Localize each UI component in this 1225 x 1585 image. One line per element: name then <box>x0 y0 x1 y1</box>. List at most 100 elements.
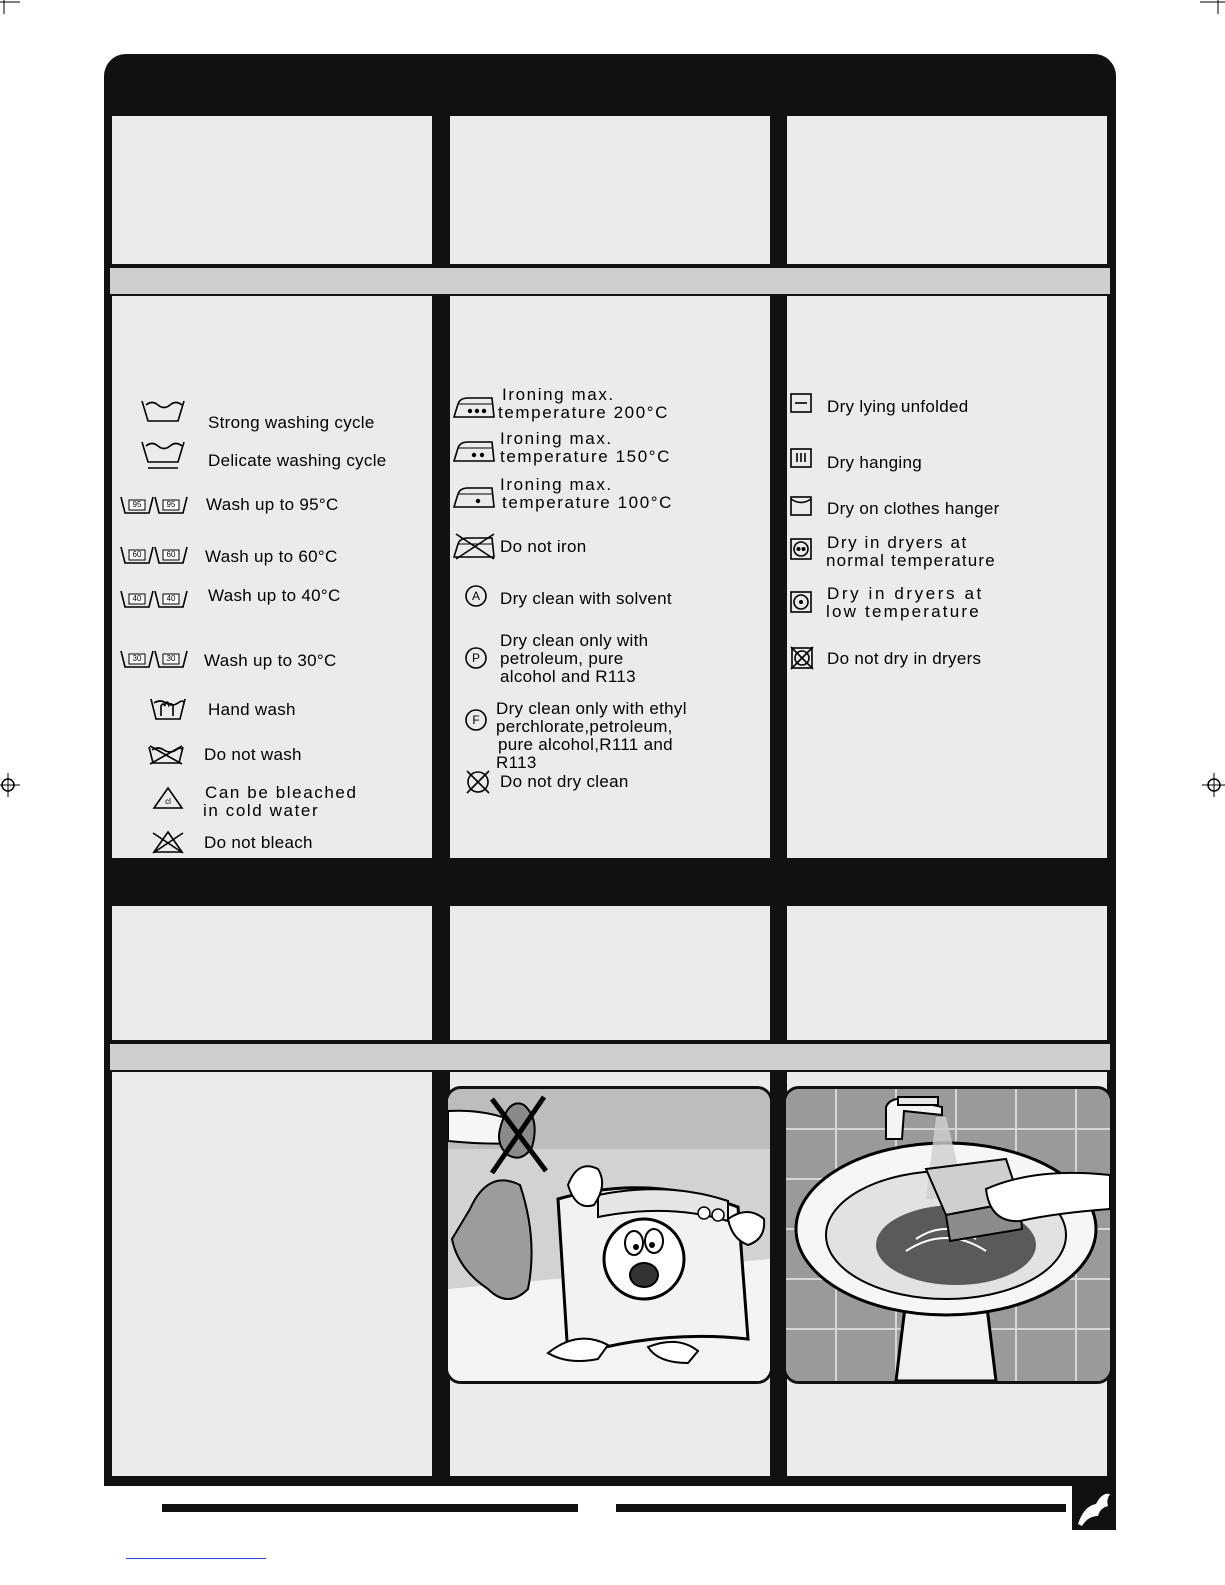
temp-badge: 40 <box>166 594 176 603</box>
temp-badge: 60 <box>132 550 142 559</box>
washing-item: Hand wash <box>150 694 296 722</box>
drying-item: Dry lying unfolded <box>790 390 968 416</box>
wash-95-icon: 95 95 <box>120 494 188 516</box>
bleach-triangle-icon: cl <box>152 786 184 810</box>
iron-two-dots-icon <box>452 438 496 464</box>
temp-badge: 60 <box>166 550 176 559</box>
ironing-label: temperature 100°C <box>502 493 674 512</box>
washing-label: Delicate washing cycle <box>208 451 387 470</box>
do-not-tumble-icon <box>790 646 814 670</box>
tumble-low-icon <box>790 591 812 613</box>
dry-clean-badge: F <box>472 713 480 727</box>
washing-item: Do not wash <box>148 744 302 766</box>
washing-label: Can be bleached <box>205 783 358 802</box>
washing-machine-drawing <box>448 1089 770 1381</box>
ironing-item: P Dry clean only with petroleum, pure al… <box>464 632 648 686</box>
iron-one-dot-icon <box>452 484 496 510</box>
crop-mark-top-left-icon <box>0 0 20 14</box>
ironing-label: Ironing max. <box>500 429 613 448</box>
ironing-label: perchlorate,petroleum, <box>496 717 673 736</box>
washing-item: 30 30 Wash up to 30°C <box>120 648 337 670</box>
registration-mark-left-icon <box>0 773 20 797</box>
ironing-label: Ironing max. <box>502 385 615 404</box>
footer-rule-right <box>616 1504 1066 1512</box>
drying-label: Dry on clothes hanger <box>827 499 1000 518</box>
washing-item: 40 40 Wash up to 40°C <box>120 586 341 610</box>
ironing-label: Ironing max. <box>500 475 613 494</box>
sink-drawer-drawing <box>786 1089 1110 1381</box>
ironing-item: Ironing max. temperature 200°C <box>452 386 669 422</box>
ironing-item: Ironing max. temperature 100°C <box>452 476 673 512</box>
footer-link-line <box>126 1558 266 1559</box>
top-column-left <box>112 116 432 264</box>
dry-clean-p-icon: P <box>464 646 488 670</box>
hand-wash-icon <box>150 694 186 722</box>
dry-hanging-icon <box>790 448 812 468</box>
washing-item: Strong washing cycle <box>140 388 375 432</box>
temp-badge: 30 <box>132 654 142 663</box>
ironing-item: F Dry clean only with ethyl perchlorate,… <box>464 700 687 772</box>
washing-label: Wash up to 60°C <box>205 547 338 566</box>
wash-tub-icon <box>140 395 186 425</box>
ironing-label: temperature 150°C <box>500 447 672 466</box>
dry-hanger-icon <box>790 496 812 516</box>
detergent-drawer-rinse-illustration <box>783 1086 1113 1384</box>
drying-item: Dry in dryers at normal temperature <box>790 534 996 570</box>
washing-label: in cold water <box>203 801 320 820</box>
temp-badge: 30 <box>166 654 176 663</box>
lower-column-left <box>112 906 432 1040</box>
dry-clean-f-icon: F <box>464 708 488 732</box>
tumble-normal-icon <box>790 538 812 560</box>
brand-mark-icon <box>1072 1486 1116 1530</box>
drying-item: Dry on clothes hanger <box>790 494 1000 518</box>
section-band-2 <box>110 1042 1110 1072</box>
section-separator-bar <box>106 860 1112 904</box>
section-band-1 <box>110 266 1110 296</box>
ironing-label: pure alcohol,R111 and <box>498 735 673 754</box>
ironing-label: Dry clean with solvent <box>500 589 672 608</box>
drying-label: Dry lying unfolded <box>827 397 969 416</box>
drying-item: Do not dry in dryers <box>790 646 981 670</box>
ironing-item: A Dry clean with solvent <box>464 584 672 608</box>
dry-clean-a-icon: A <box>464 584 488 608</box>
iron-three-dots-icon <box>452 394 496 420</box>
lower-column-right <box>787 906 1107 1040</box>
washing-item: 60 60 Wash up to 60°C <box>120 544 338 566</box>
washing-label: Wash up to 30°C <box>204 651 337 670</box>
footer-rule-left <box>162 1504 578 1512</box>
bleach-badge: cl <box>165 797 171 806</box>
washing-label: Do not bleach <box>204 833 313 852</box>
ironing-item: Do not dry clean <box>464 768 629 796</box>
wash-40-icon: 40 40 <box>120 588 188 610</box>
drying-label: Dry in dryers at <box>827 584 984 603</box>
drying-label: low temperature <box>826 602 981 621</box>
drying-item: Dry in dryers at low temperature <box>790 585 984 621</box>
drying-symbols-column <box>787 296 1107 858</box>
lower-column-middle <box>450 906 770 1040</box>
washing-label: Wash up to 40°C <box>208 586 341 605</box>
bottom-column-left <box>112 1072 432 1476</box>
ironing-item: Ironing max. temperature 150°C <box>452 430 671 466</box>
ironing-label: petroleum, pure <box>500 649 624 668</box>
washing-label: Wash up to 95°C <box>206 495 339 514</box>
do-not-dry-clean-icon <box>464 768 492 796</box>
temp-badge: 40 <box>132 594 142 603</box>
no-solvent-washing-machine-illustration <box>445 1086 773 1384</box>
drying-label: normal temperature <box>826 551 996 570</box>
ironing-item: Do not iron <box>452 532 586 560</box>
ironing-label: Do not dry clean <box>500 772 629 791</box>
do-not-bleach-icon <box>150 830 186 854</box>
drying-label: Dry hanging <box>827 453 922 472</box>
washing-label: Strong washing cycle <box>208 413 375 432</box>
drying-label: Dry in dryers at <box>827 533 968 552</box>
temp-badge: 95 <box>166 500 176 509</box>
ironing-label: Do not iron <box>500 537 587 556</box>
washing-item: Delicate washing cycle <box>140 438 387 472</box>
temp-badge: 95 <box>132 500 142 509</box>
wash-tub-delicate-icon <box>140 438 186 472</box>
washing-symbols-column <box>112 296 432 858</box>
washing-item: cl Can be bleached in cold water <box>152 784 358 820</box>
ironing-symbols-column <box>450 296 770 858</box>
drying-item: Dry hanging <box>790 444 922 472</box>
washing-item: Do not bleach <box>150 830 313 854</box>
